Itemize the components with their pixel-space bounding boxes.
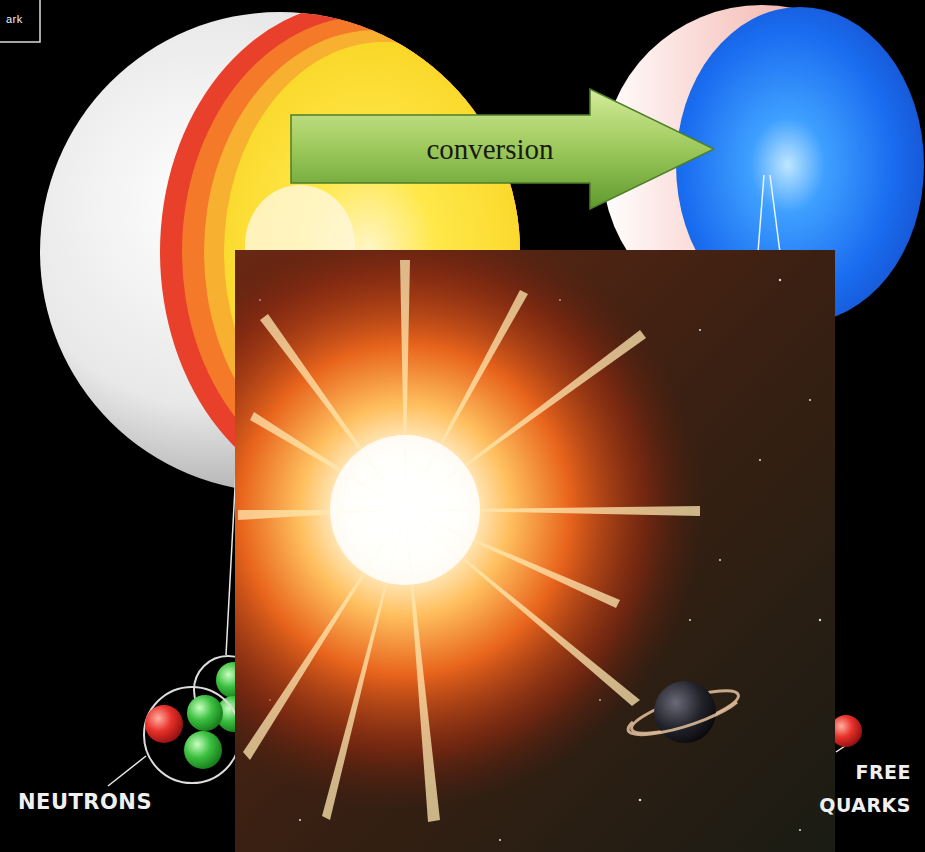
part-label: NEUTRONS bbox=[18, 790, 152, 815]
part-label: FREE QUARKS bbox=[807, 756, 911, 823]
conversion-arrow: conversion bbox=[290, 88, 715, 210]
arrow-label: conversion bbox=[426, 133, 553, 166]
legend-fragment: ark bbox=[6, 13, 23, 26]
